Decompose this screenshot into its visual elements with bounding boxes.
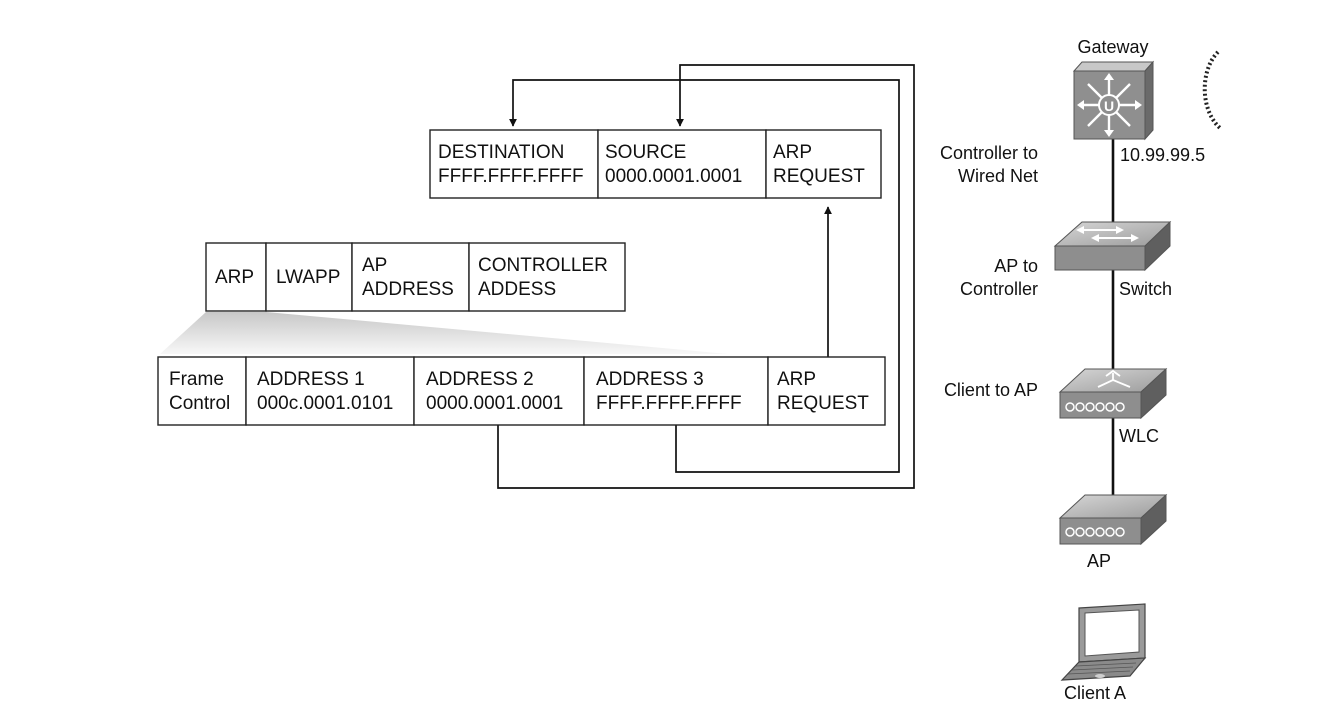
cell-line2: ADDESS xyxy=(478,279,556,300)
address1-cell: ADDRESS 1 000c.0001.0101 xyxy=(245,356,415,426)
wireless-payload-cell: ARP REQUEST xyxy=(767,356,886,426)
switch-icon xyxy=(1053,220,1172,272)
client-device: Client A xyxy=(1060,603,1147,703)
address2-cell: ADDRESS 2 0000.0001.0001 xyxy=(413,356,585,426)
ethernet-payload-cell: ARP REQUEST xyxy=(765,129,882,199)
cell-line2: 0000.0001.0001 xyxy=(605,166,742,187)
router-icon: U xyxy=(1072,60,1155,141)
cell-line1: LWAPP xyxy=(276,267,340,288)
gateway-ip: 10.99.99.5 xyxy=(1120,145,1205,165)
switch-label: Switch xyxy=(1119,279,1172,299)
laptop-icon xyxy=(1060,603,1147,681)
cell-line2: 0000.0001.0001 xyxy=(426,393,563,414)
access-point-icon xyxy=(1058,493,1168,546)
wireless-controller-icon xyxy=(1058,367,1168,420)
cell-line1: ADDRESS 1 xyxy=(257,369,365,390)
address3-cell: ADDRESS 3 FFFF.FFFF.FFFF xyxy=(583,356,769,426)
cell-line1: ADDRESS 2 xyxy=(426,369,534,390)
lwapp-arp-cell: ARP xyxy=(205,242,267,312)
cell-line1: DESTINATION xyxy=(438,142,564,163)
ethernet-frame: DESTINATION FFFF.FFFF.FFFF SOURCE 0000.0… xyxy=(429,129,882,199)
cell-line2: 000c.0001.0101 xyxy=(257,393,393,414)
segment-client-ap-label: Client to AP xyxy=(944,380,1038,400)
cell-line2: REQUEST xyxy=(773,166,865,187)
ap-label: AP xyxy=(1087,551,1111,571)
ethernet-destination-cell: DESTINATION FFFF.FFFF.FFFF xyxy=(429,129,599,199)
segment-line2: Controller xyxy=(960,279,1038,299)
cell-line1: AP xyxy=(362,255,387,276)
client-label: Client A xyxy=(1064,683,1126,703)
cell-line2: FFFF.FFFF.FFFF xyxy=(596,393,742,414)
lwapp-ap-address-cell: AP ADDRESS xyxy=(351,242,470,312)
lwapp-header-cell: LWAPP xyxy=(265,242,353,312)
wlc-label: WLC xyxy=(1119,426,1159,446)
wireless-frame: Frame Control ADDRESS 1 000c.0001.0101 A… xyxy=(157,356,886,426)
cell-line1: ADDRESS 3 xyxy=(596,369,704,390)
segment-ap-controller-label: AP to Controller xyxy=(960,256,1038,299)
gateway-device: Gateway U 10.99.99.5 xyxy=(1072,37,1205,165)
network-cloud-edge xyxy=(1202,50,1222,130)
ap-device: AP xyxy=(1058,493,1168,571)
lwapp-controller-address-cell: CONTROLLER ADDESS xyxy=(468,242,626,312)
cell-line2: ADDRESS xyxy=(362,279,454,300)
cell-line1: ARP xyxy=(777,369,816,390)
segment-line1: AP to xyxy=(994,256,1038,276)
wlc-device: WLC xyxy=(1058,367,1168,446)
segment-line1: Client to AP xyxy=(944,380,1038,400)
cell-line1: ARP xyxy=(215,267,254,288)
address2-to-source-connector xyxy=(497,64,915,489)
frame-control-cell: Frame Control xyxy=(157,356,247,426)
lwapp-frame: ARP LWAPP AP ADDRESS CONTROLLER ADDESS xyxy=(205,242,626,312)
cell-line1: SOURCE xyxy=(605,142,686,163)
cell-line2: FFFF.FFFF.FFFF xyxy=(438,166,584,187)
cell-line2: Control xyxy=(169,393,230,414)
gateway-label: Gateway xyxy=(1077,37,1148,57)
cell-line1: ARP xyxy=(773,142,812,163)
cell-line2: REQUEST xyxy=(777,393,869,414)
cell-line1: CONTROLLER xyxy=(478,255,608,276)
segment-line1: Controller to xyxy=(940,143,1038,163)
address3-to-destination-connector xyxy=(509,79,900,473)
ethernet-source-cell: SOURCE 0000.0001.0001 xyxy=(597,129,767,199)
segment-controller-wired-label: Controller to Wired Net xyxy=(940,143,1038,186)
segment-line2: Wired Net xyxy=(958,166,1038,186)
encapsulation-fan xyxy=(160,312,728,354)
cell-line1: Frame xyxy=(169,369,224,390)
svg-text:U: U xyxy=(1104,98,1114,114)
switch-device: Switch xyxy=(1053,220,1172,299)
